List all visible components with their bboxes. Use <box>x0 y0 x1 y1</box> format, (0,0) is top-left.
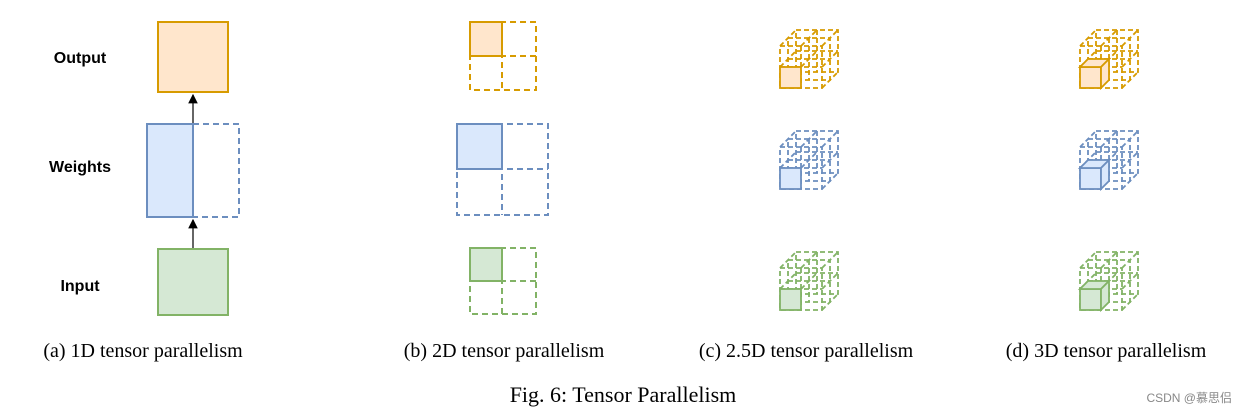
weights-cube-3d <box>1077 130 1139 192</box>
input-cube-2-5d <box>779 251 839 311</box>
panel-2d <box>456 21 549 315</box>
weights-cube-2-5d <box>779 130 839 190</box>
input-block-1d <box>157 248 229 316</box>
output-block-1d <box>157 21 229 93</box>
caption-2-5d: (c) 2.5D tensor parallelism <box>699 340 914 362</box>
row-label-output: Output <box>54 50 107 67</box>
caption-2d: (b) 2D tensor parallelism <box>404 340 605 362</box>
panel-1d <box>146 21 240 316</box>
output-cube-3d <box>1077 29 1139 91</box>
caption-3d: (d) 3D tensor parallelism <box>1006 340 1207 362</box>
caption-1d: (a) 1D tensor parallelism <box>43 340 243 362</box>
weights-block-1d <box>146 123 240 218</box>
row-label-input: Input <box>60 278 100 295</box>
weights-grid-2d <box>456 123 549 216</box>
cube-panels <box>779 29 1139 313</box>
watermark: CSDN @慕思侣 <box>1146 390 1232 405</box>
input-cube-3d <box>1077 251 1139 313</box>
output-grid-2d <box>469 21 537 91</box>
input-grid-2d <box>469 247 537 315</box>
output-cube-2-5d <box>779 29 839 89</box>
figure-caption: Fig. 6: Tensor Parallelism <box>510 382 737 407</box>
row-label-weights: Weights <box>49 159 111 176</box>
